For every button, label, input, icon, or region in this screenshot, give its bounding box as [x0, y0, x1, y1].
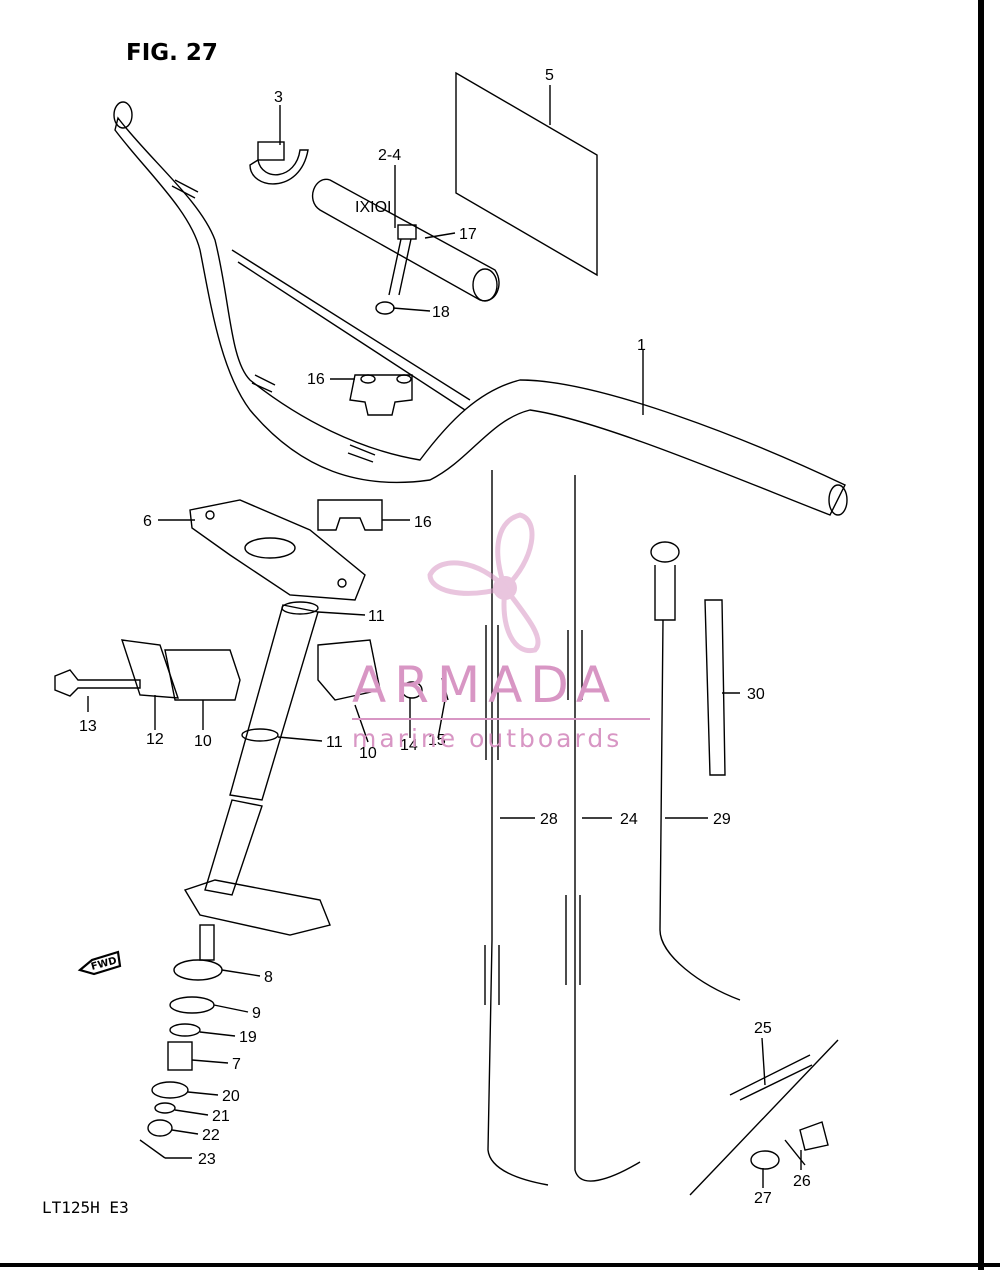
watermark-tagline: marine outboards — [352, 724, 623, 753]
callout-label: 6 — [143, 513, 152, 530]
strap-30 — [704, 599, 726, 776]
lower-stack — [139, 924, 223, 1159]
callout-label: 2-4 — [378, 147, 401, 164]
callout-label: 11 — [368, 608, 385, 625]
callout-label: 18 — [432, 304, 450, 321]
leader-lines — [87, 85, 802, 1188]
fwd-arrow: FWD — [77, 950, 122, 976]
callout-label: 8 — [264, 969, 273, 986]
svg-text:IXIOI: IXIOI — [355, 199, 391, 216]
callout-label: 5 — [545, 67, 554, 84]
callout-label: 17 — [459, 226, 477, 243]
watermark-divider — [352, 718, 650, 720]
figure-title: FIG. 27 — [126, 40, 218, 66]
callout-label: 14 — [400, 737, 418, 754]
spring-25 — [729, 1054, 813, 1101]
callout-label: 26 — [793, 1173, 811, 1190]
callout-label: 27 — [754, 1190, 772, 1207]
callout-label: 23 — [198, 1151, 216, 1168]
callout-label: 20 — [222, 1088, 240, 1105]
lower-holder-16 — [317, 499, 383, 531]
inset-box — [689, 1039, 839, 1196]
steering-shaft — [204, 601, 319, 896]
collar-27 — [750, 1150, 780, 1170]
callout-label: 16 — [307, 371, 325, 388]
left-clamp-group — [54, 639, 241, 701]
callout-label: 24 — [620, 811, 638, 828]
callout-label: 21 — [212, 1108, 230, 1125]
bolt-26 — [784, 1121, 829, 1166]
callout-label: 12 — [146, 731, 164, 748]
callout-label: 15 — [428, 732, 446, 749]
callout-label: 25 — [754, 1020, 772, 1037]
callout-label: 29 — [713, 811, 731, 828]
callout-label: 11 — [326, 734, 343, 751]
upper-bracket-6 — [189, 499, 366, 601]
callout-label: 30 — [747, 686, 765, 703]
clamp-3 — [249, 141, 309, 185]
callout-label: 13 — [79, 718, 97, 735]
sticker-5 — [455, 71, 598, 277]
callout-label: 9 — [252, 1005, 261, 1022]
cable-29 — [650, 541, 741, 1001]
page-border-bottom — [0, 1263, 1000, 1267]
callout-label: 28 — [540, 811, 558, 828]
pad-2-4: IXIOI — [311, 178, 500, 302]
model-code: LT125H E3 — [42, 1198, 129, 1217]
callout-label: 1 — [637, 337, 646, 354]
callout-label: 3 — [274, 89, 283, 106]
callout-label: 19 — [239, 1029, 257, 1046]
upper-holder-16 — [349, 374, 413, 416]
lower-bracket — [183, 879, 331, 936]
callout-label: 10 — [194, 733, 212, 750]
handlebar — [113, 101, 848, 516]
cable-24 — [565, 475, 641, 1182]
callout-label: 16 — [414, 514, 432, 531]
callout-label: 7 — [232, 1056, 241, 1073]
page-border-right — [978, 0, 984, 1270]
watermark-brand: ARMADA — [352, 656, 619, 714]
bolt-17 — [375, 224, 417, 315]
watermark-propeller-icon — [427, 512, 541, 654]
cable-28 — [484, 470, 549, 1186]
callout-label: 10 — [359, 745, 377, 762]
callout-numbers: 1 2-4 3 5 6 7 8 9 10 10 11 11 12 13 14 1… — [79, 67, 811, 1207]
callout-label: 22 — [202, 1127, 220, 1144]
right-clamp-group — [317, 639, 449, 701]
